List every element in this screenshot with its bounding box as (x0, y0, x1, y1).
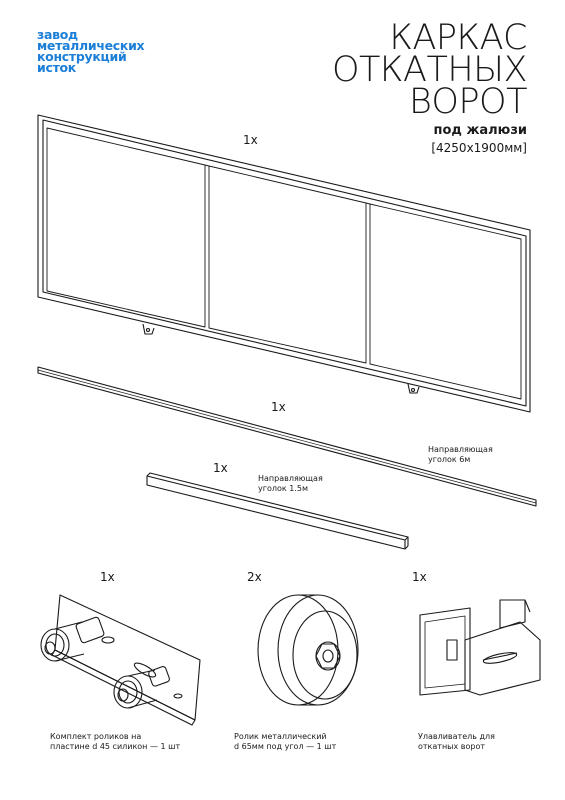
roller-qty: 2x (247, 570, 262, 584)
title-line-3: ВОРОТ (408, 82, 528, 122)
logo-line-4: исток (37, 60, 76, 75)
rail-1-5m-label-line-2: уголок 1.5м (258, 483, 308, 493)
roller-kit-caption-line-1: Комплект роликов на (50, 732, 142, 741)
rail-1-5m-label: Направляющая уголок 1.5м (258, 474, 323, 493)
rail-1-5m-qty: 1x (213, 461, 228, 475)
roller-kit-qty: 1x (100, 570, 115, 584)
page-title: КАРКАС ОТКАТНЫХ ВОРОТ (331, 18, 528, 122)
roller-caption-line-1: Ролик металлический (234, 732, 327, 741)
rail-6m-label: Направляющая уголок 6м (428, 445, 493, 464)
gate-size: [4250x1900мм] (431, 141, 527, 155)
company-logo: завод металлических конструкций исток (37, 27, 145, 75)
rail-6m-label-line-2: уголок 6м (428, 454, 471, 464)
roller-caption-line-2: d 65мм под угол — 1 шт (234, 741, 337, 751)
rail-1-5m-drawing (146, 472, 409, 550)
title-line-1: КАРКАС (389, 18, 527, 58)
catcher-drawing (419, 599, 541, 696)
frame-qty: 1x (243, 133, 258, 147)
logo-line-3: конструкций (37, 49, 127, 64)
catcher-caption-line-2: откатных ворот (418, 741, 486, 751)
roller-kit-caption: Комплект роликов на пластине d 45 силико… (50, 732, 180, 751)
rail-1-5m-label-line-1: Направляющая (258, 474, 323, 483)
logo-line-1: завод (37, 27, 78, 42)
roller-kit-drawing (40, 594, 201, 726)
roller-caption: Ролик металлический d 65мм под угол — 1 … (234, 732, 336, 751)
metal-roller-drawing (257, 594, 359, 706)
title-line-2: ОТКАТНЫХ (331, 50, 528, 90)
logo-line-2: металлических (37, 38, 145, 53)
catcher-qty: 1x (412, 570, 427, 584)
rail-6m-drawing (37, 366, 537, 507)
catcher-caption-line-1: Улавливатель для (418, 732, 495, 741)
rail-6m-qty: 1x (271, 400, 286, 414)
page-subtitle: под жалюзи (433, 123, 527, 138)
gate-frame-drawing (37, 114, 531, 413)
rail-6m-label-line-1: Направляющая (428, 445, 493, 454)
catcher-caption: Улавливатель для откатных ворот (418, 732, 495, 751)
roller-kit-caption-line-2: пластине d 45 силикон — 1 шт (50, 741, 181, 751)
